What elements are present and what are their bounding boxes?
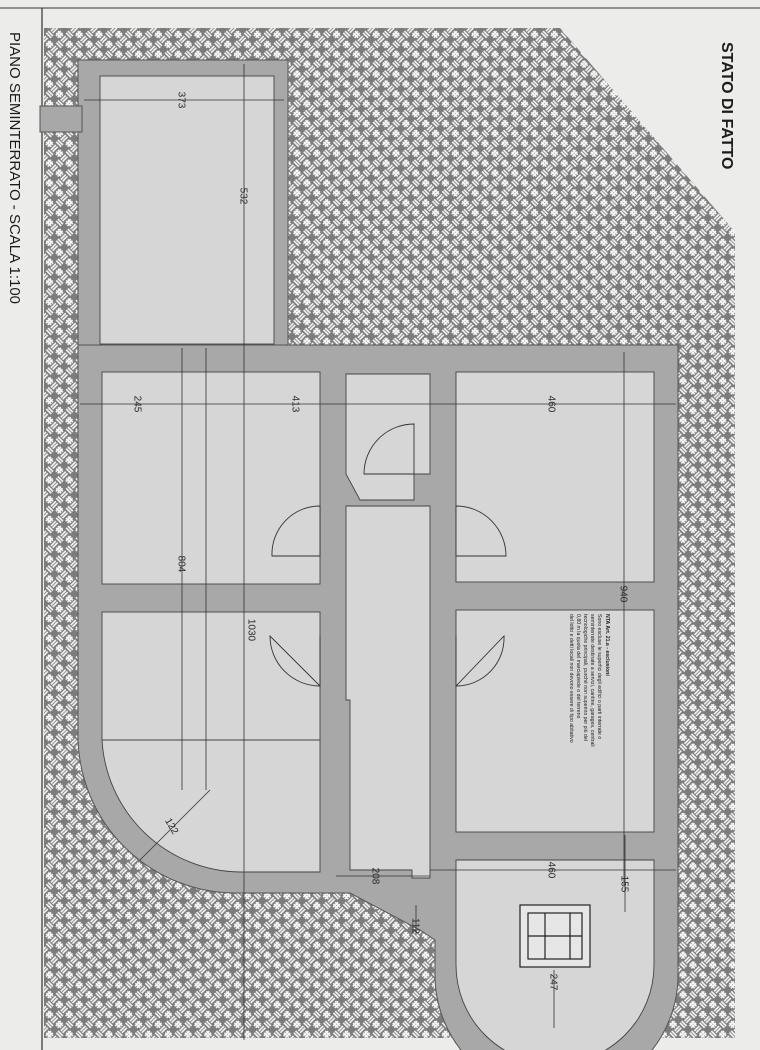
dim-413: 413 [290,396,301,413]
dim-245: 245 [132,396,143,413]
door-swings [269,423,507,688]
room-right-2 [455,609,655,833]
dim-460-top: 460 [546,396,557,413]
dim-208: 208 [370,868,381,885]
drawing-caption: PIANO SEMINTERRATO - SCALA 1:100 [6,32,23,304]
note-line-5: del lotto e detti locali non devono esse… [568,614,574,743]
room-garage [99,75,275,345]
dim-460-bottom: 460 [546,862,557,879]
drawing-title: STATO DI FATTO [718,42,735,169]
stair-symbol [519,904,591,968]
dim-532: 532 [238,188,249,205]
dim-112: 112 [410,918,421,934]
dim-247: 247 [548,974,559,991]
corridor [345,505,431,879]
dim-1030: 1030 [246,619,257,642]
dim-940: 940 [618,586,629,603]
regulation-note: NTA Art. 21.a - esclusioni Sono escluse … [568,614,610,747]
note-line-1: Sono escluse le superfici degli edifici … [596,614,602,739]
dimension-lines [80,64,676,1040]
note-line-4: 0,80 m la quota del marciapiede o del te… [575,614,581,719]
dim-373: 373 [176,92,187,109]
dim-804: 804 [176,556,187,573]
room-left-3 [101,739,321,873]
dim-155: 155 [619,876,630,893]
note-line-2: seminterrate destinate a servizi, cantin… [589,614,595,747]
note-heading: NTA Art. 21.a - esclusioni [604,614,610,676]
note-line-3: tecnologiche principali, purché non supe… [582,614,588,741]
room-left-2 [101,611,321,741]
